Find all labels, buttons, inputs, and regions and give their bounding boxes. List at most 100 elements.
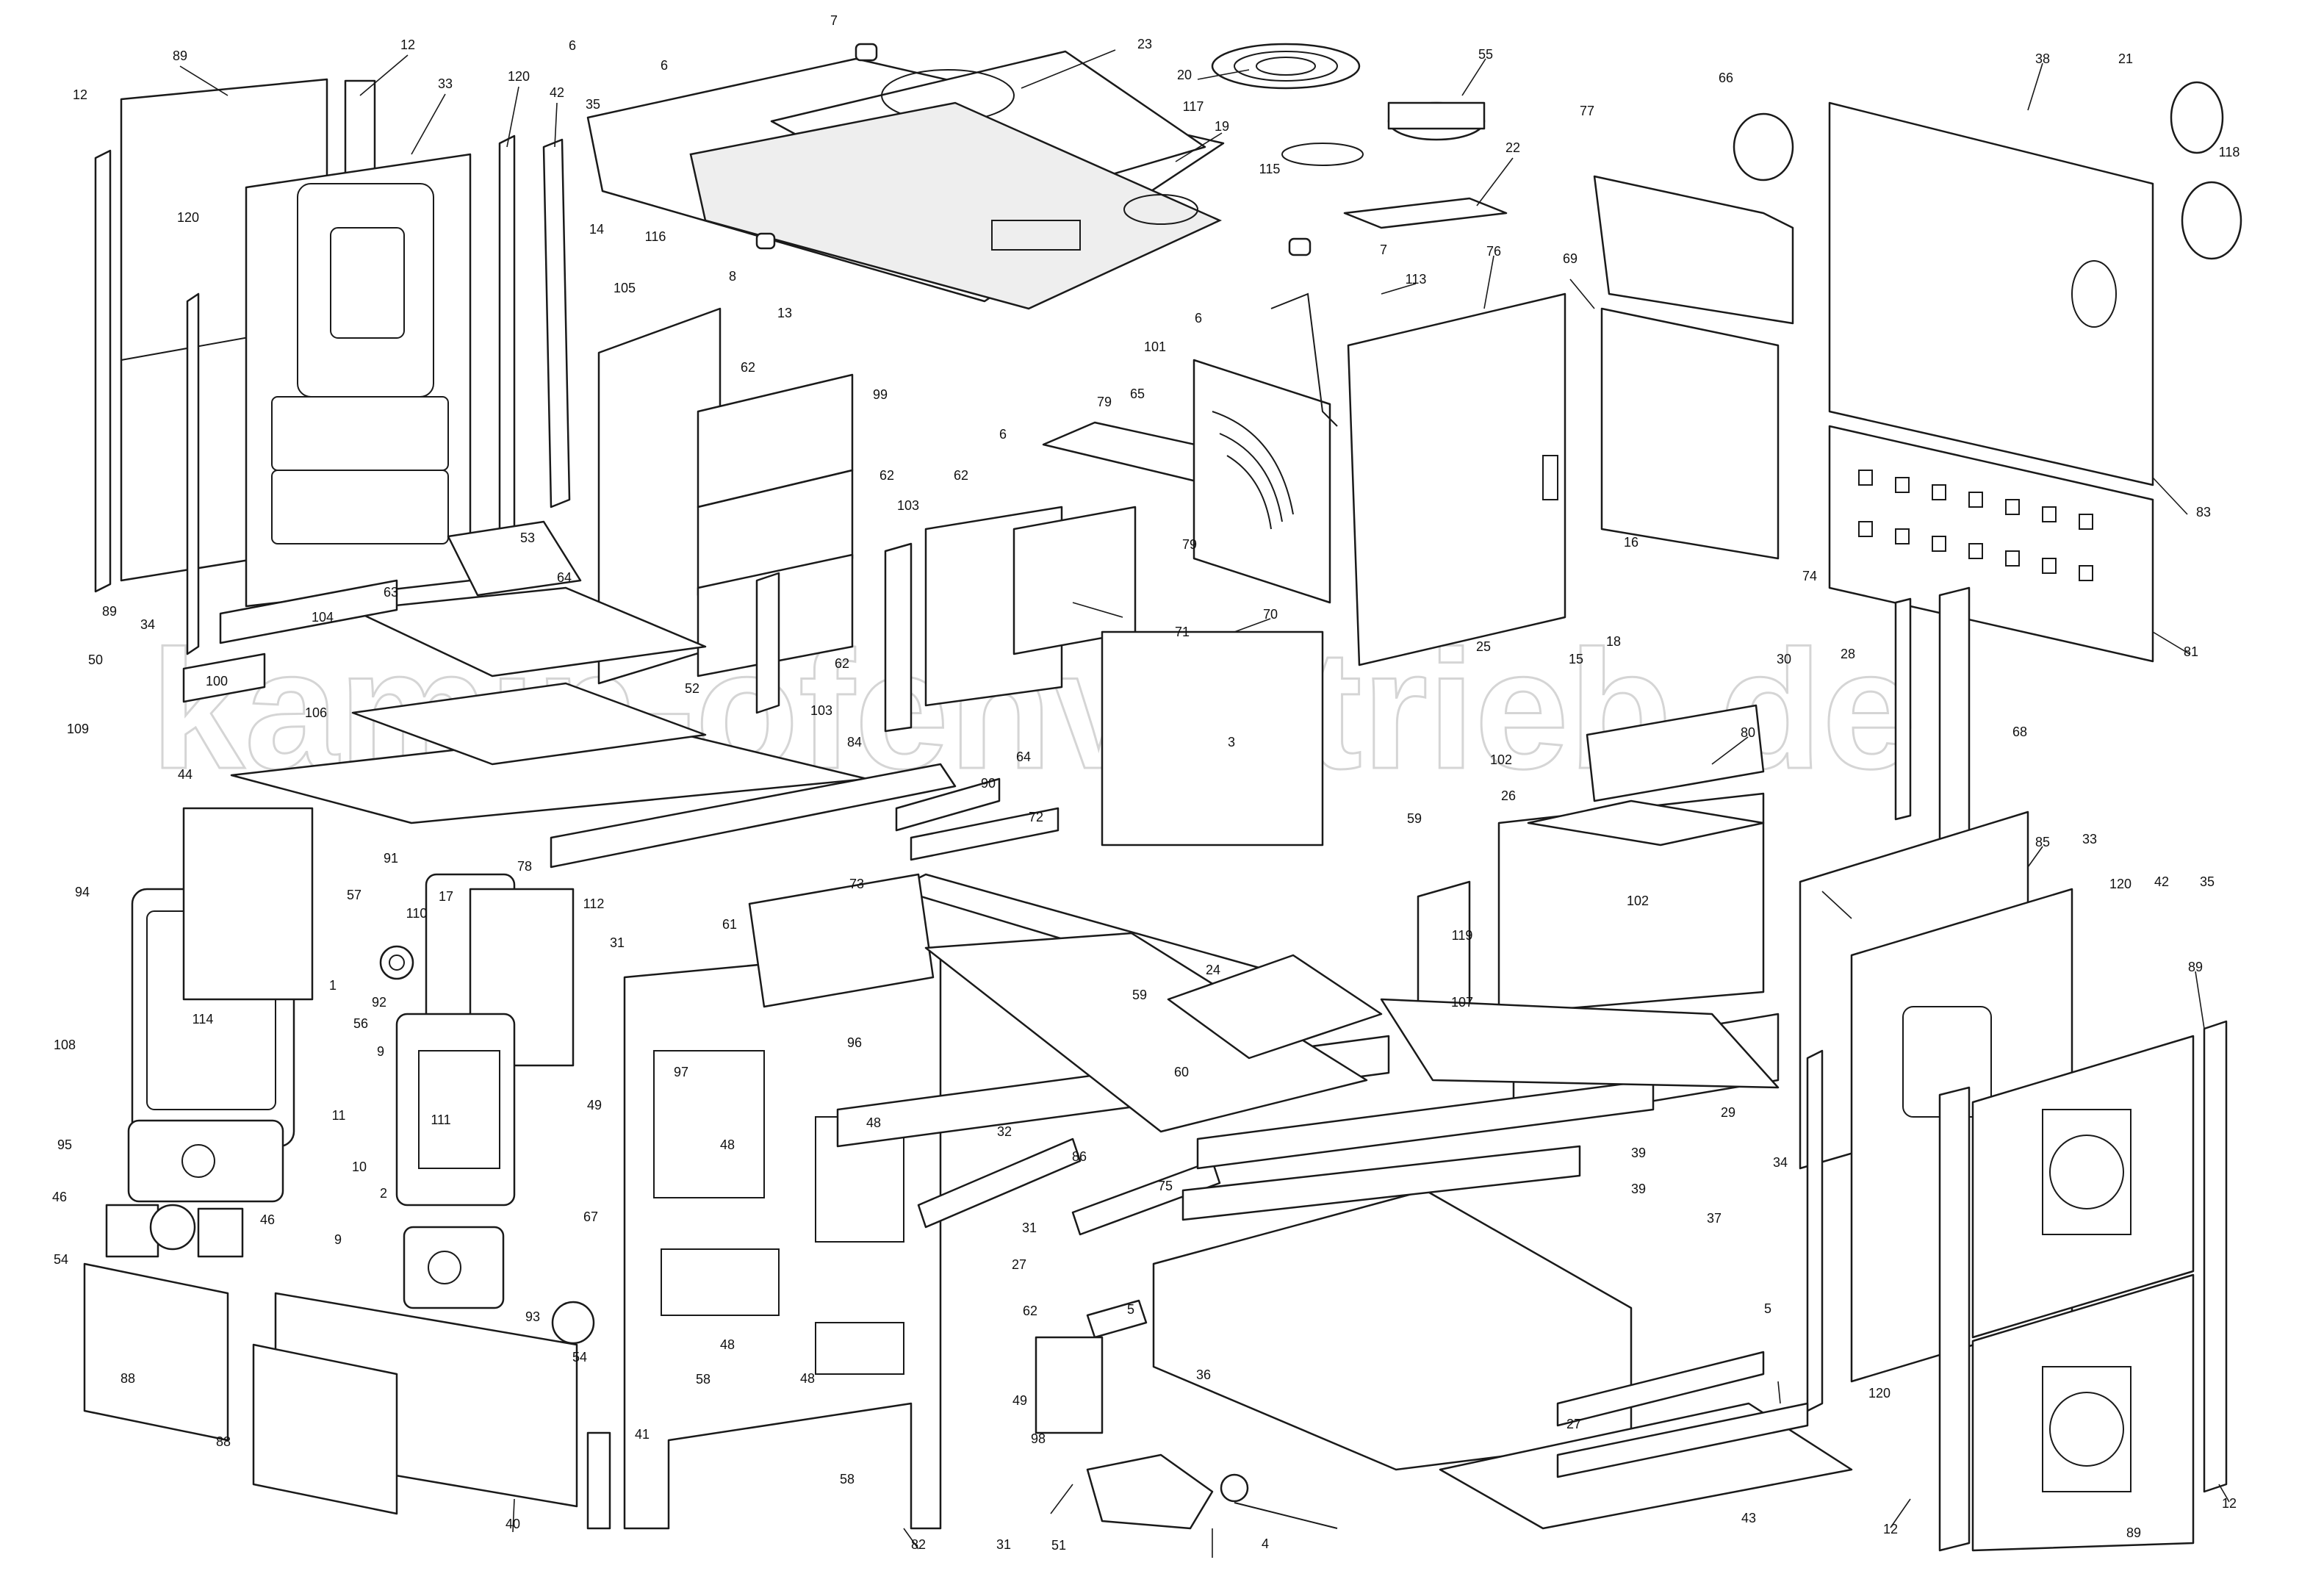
callout-120: 120: [2109, 877, 2131, 891]
callout-108: 108: [54, 1038, 76, 1052]
callout-35: 35: [586, 97, 600, 112]
callout-93: 93: [525, 1309, 540, 1324]
callout-65: 65: [1130, 387, 1145, 401]
callout-29: 29: [1721, 1105, 1735, 1120]
callout-22: 22: [1505, 140, 1520, 155]
callout-43: 43: [1741, 1511, 1756, 1525]
callout-116: 116: [645, 229, 666, 244]
callout-64: 64: [1016, 749, 1031, 764]
firebox-liners-assembly: [597, 292, 1338, 733]
callout-33: 33: [438, 76, 453, 91]
callout-99: 99: [873, 387, 888, 402]
callout-106: 106: [305, 705, 327, 720]
callout-6: 6: [569, 38, 576, 53]
callout-91: 91: [384, 851, 398, 866]
callout-31: 31: [996, 1537, 1011, 1552]
callout-48: 48: [866, 1115, 881, 1130]
callout-60: 60: [1174, 1065, 1189, 1079]
callout-42: 42: [550, 85, 564, 100]
callout-50: 50: [88, 653, 103, 667]
callout-97: 97: [674, 1065, 688, 1079]
oven-boxes-assembly: [1101, 112, 1794, 1126]
callout-41: 41: [635, 1427, 650, 1442]
callout-6: 6: [661, 58, 668, 73]
callout-7: 7: [1380, 242, 1387, 257]
callout-102: 102: [1490, 752, 1512, 767]
callout-92: 92: [372, 995, 386, 1010]
callout-10: 10: [352, 1160, 367, 1174]
callout-62: 62: [879, 468, 894, 483]
callout-73: 73: [849, 877, 864, 891]
ash-door-and-drawers: [83, 1119, 611, 1530]
callout-88: 88: [120, 1371, 135, 1386]
callout-67: 67: [583, 1209, 598, 1224]
callout-31: 31: [1022, 1221, 1037, 1235]
callout-95: 95: [57, 1137, 72, 1152]
callout-7: 7: [830, 13, 838, 28]
callout-33: 33: [2082, 832, 2097, 846]
callout-90: 90: [981, 776, 996, 791]
front-frame-assembly: [623, 946, 942, 1530]
callout-48: 48: [720, 1137, 735, 1152]
callout-2: 2: [380, 1186, 387, 1201]
callout-51: 51: [1051, 1538, 1066, 1553]
callout-17: 17: [439, 889, 453, 904]
callout-68: 68: [2012, 725, 2027, 739]
back-panel-assembly: [1828, 81, 2242, 920]
right-side-panel-assembly: [1799, 810, 2228, 1552]
callout-62: 62: [741, 360, 755, 375]
callout-12: 12: [400, 37, 415, 52]
callout-40: 40: [506, 1517, 520, 1531]
callout-80: 80: [1741, 725, 1755, 740]
callout-110: 110: [406, 906, 428, 921]
callout-48: 48: [800, 1371, 815, 1386]
middle-panels-assembly: [182, 520, 1780, 1133]
callout-28: 28: [1841, 647, 1855, 661]
callout-9: 9: [377, 1044, 384, 1059]
callout-78: 78: [517, 859, 532, 874]
callout-82: 82: [911, 1537, 926, 1552]
callout-119: 119: [1452, 928, 1473, 943]
callout-18: 18: [1606, 634, 1621, 649]
callout-48: 48: [720, 1337, 735, 1352]
callout-109: 109: [67, 722, 89, 736]
callout-70: 70: [1263, 607, 1278, 622]
callout-103: 103: [897, 498, 919, 513]
callout-36: 36: [1196, 1367, 1211, 1382]
callout-27: 27: [1012, 1257, 1026, 1272]
callout-8: 8: [729, 269, 736, 284]
callout-113: 113: [1406, 272, 1427, 287]
callout-3: 3: [1228, 735, 1235, 749]
callout-57: 57: [347, 888, 361, 902]
callout-31: 31: [610, 935, 625, 950]
callout-101: 101: [1144, 339, 1166, 354]
callout-115: 115: [1259, 162, 1281, 176]
callout-64: 64: [557, 570, 572, 585]
callout-120: 120: [177, 210, 199, 225]
callout-27: 27: [1566, 1417, 1581, 1431]
callout-46: 46: [52, 1190, 67, 1204]
callout-89: 89: [2188, 960, 2203, 974]
callout-24: 24: [1206, 963, 1220, 977]
callout-12: 12: [73, 87, 87, 102]
callout-4: 4: [1262, 1536, 1269, 1551]
callout-59: 59: [1407, 811, 1422, 826]
callout-88: 88: [216, 1434, 231, 1449]
callout-21: 21: [2118, 51, 2133, 66]
callout-100: 100: [206, 674, 228, 689]
callout-89: 89: [2126, 1525, 2141, 1540]
callout-69: 69: [1563, 251, 1577, 266]
callout-9: 9: [334, 1232, 342, 1247]
callout-94: 94: [75, 885, 90, 899]
callout-20: 20: [1177, 68, 1192, 82]
callout-120: 120: [1868, 1386, 1891, 1401]
callout-117: 117: [1183, 99, 1204, 114]
callout-114: 114: [193, 1012, 214, 1027]
callout-103: 103: [810, 703, 832, 718]
callout-104: 104: [312, 610, 334, 625]
callout-98: 98: [1031, 1431, 1046, 1446]
callout-62: 62: [835, 656, 849, 671]
callout-5: 5: [1127, 1302, 1134, 1317]
leader-lines: [179, 49, 2230, 1558]
